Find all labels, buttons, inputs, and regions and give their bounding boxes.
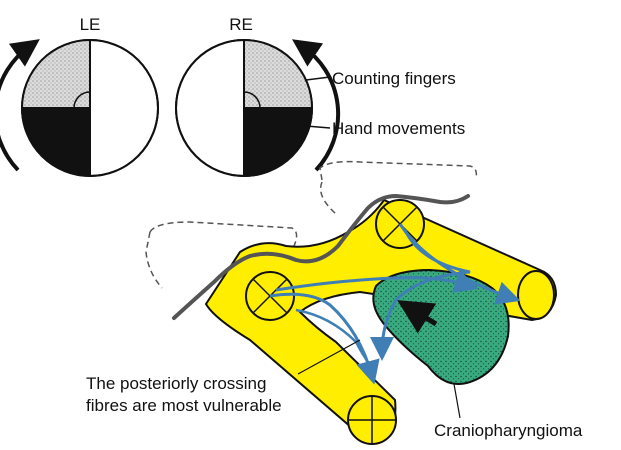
left-eye-visual-field (0, 40, 158, 176)
right-eye-label: RE (229, 15, 253, 34)
right-optic-tract-section (518, 271, 554, 319)
left-optic-tract-section (348, 396, 396, 444)
craniopharyngioma-mass (373, 270, 508, 384)
hand-movements-label: Hand movements (332, 119, 465, 138)
craniopharyngioma-label: Craniopharyngioma (434, 421, 583, 440)
vulnerable-fibres-label-line2: fibres are most vulnerable (86, 396, 282, 415)
vulnerable-fibres-label-line1: The posteriorly crossing (86, 374, 266, 393)
left-eye-label: LE (80, 15, 101, 34)
right-eye-visual-field (176, 40, 338, 176)
counting-fingers-label: Counting fingers (332, 69, 456, 88)
